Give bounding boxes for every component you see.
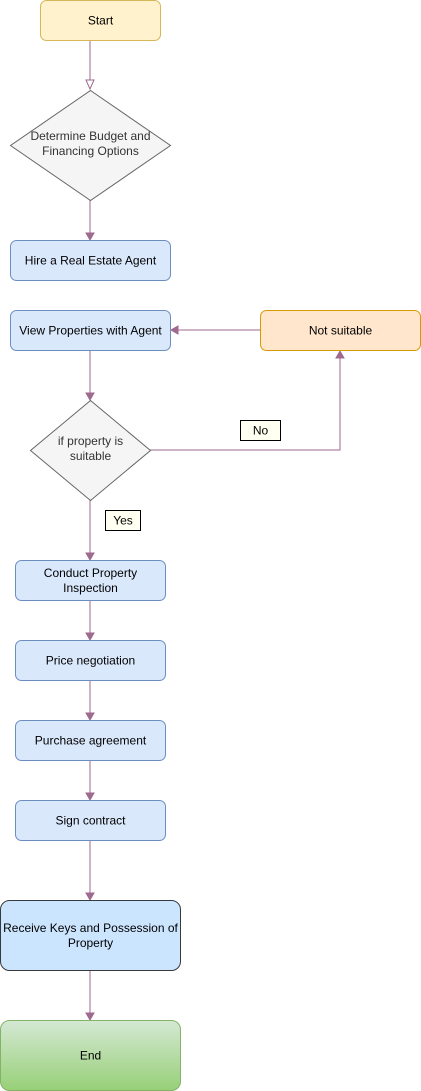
label-line: Conduct Property <box>44 566 137 580</box>
label-line: Financing Options <box>42 144 139 158</box>
label-line: Inspection <box>63 581 118 595</box>
budget-decision-shape <box>9 89 172 202</box>
label-line: suitable <box>70 449 112 463</box>
agreement-node[interactable]: Purchase agreement <box>15 720 166 761</box>
agreement-label: Purchase agreement <box>35 734 147 748</box>
contract-shape <box>15 800 166 841</box>
arrowhead-icon <box>85 392 95 402</box>
label-line: Start <box>88 14 114 28</box>
not-suitable-label: Not suitable <box>309 324 373 338</box>
view-properties-node[interactable]: View Properties with Agent <box>10 310 171 351</box>
agreement-shape <box>15 720 166 761</box>
label-line: View Properties with Agent <box>19 324 162 338</box>
yes-label-text: Yes <box>113 514 133 528</box>
hire-agent-shape <box>10 240 171 281</box>
arrowhead-icon <box>85 232 95 242</box>
arrowhead-icon <box>85 632 95 642</box>
label-line: Sign contract <box>55 814 126 828</box>
label-line: Not suitable <box>309 324 373 338</box>
arrowhead-icon <box>85 1012 95 1022</box>
suitable-check-shape <box>29 399 152 502</box>
not-suitable-node[interactable]: Not suitable <box>260 310 421 351</box>
arrowhead-icon <box>85 892 95 902</box>
label-line: Property <box>68 936 113 950</box>
yes-edge-label: Yes <box>105 510 141 531</box>
no-label-text: No <box>253 424 269 438</box>
edge-check-to-not-suitable <box>150 357 341 451</box>
arrowhead-icon <box>335 349 345 359</box>
hire-agent-node[interactable]: Hire a Real Estate Agent <box>10 240 171 281</box>
arrowhead-icon <box>85 552 95 562</box>
start-node-label: Start <box>88 14 114 28</box>
inspection-shape <box>15 560 166 601</box>
view-properties-shape <box>10 310 171 351</box>
start-node[interactable]: Start <box>40 0 161 41</box>
no-edge-label: No <box>240 420 281 441</box>
contract-node[interactable]: Sign contract <box>15 800 166 841</box>
label-line: if property is <box>58 434 123 448</box>
negotiation-shape <box>15 640 166 681</box>
yes-label-box <box>105 510 141 531</box>
label-line: Hire a Real Estate Agent <box>25 254 157 268</box>
arrowhead-icon <box>85 792 95 802</box>
view-properties-label: View Properties with Agent <box>19 324 162 338</box>
negotiation-label: Price negotiation <box>46 654 135 668</box>
start-node-shape <box>40 0 161 41</box>
arrowhead-icon <box>85 712 95 722</box>
hollow-arrowhead-icon <box>85 79 95 91</box>
keys-shape <box>0 900 181 971</box>
label-line: End <box>80 1049 101 1063</box>
end-label: End <box>80 1049 101 1063</box>
label-line: Determine Budget and <box>30 129 150 143</box>
no-label-box <box>240 420 281 441</box>
end-node[interactable]: End <box>0 1020 181 1091</box>
hire-agent-label: Hire a Real Estate Agent <box>25 254 157 268</box>
negotiation-node[interactable]: Price negotiation <box>15 640 166 681</box>
contract-label: Sign contract <box>55 814 126 828</box>
arrowhead-icon <box>169 325 179 335</box>
label-line: Purchase agreement <box>35 734 147 748</box>
edges <box>85 40 345 1022</box>
label-line: Price negotiation <box>46 654 135 668</box>
label-line: Receive Keys and Possession of <box>3 921 178 935</box>
